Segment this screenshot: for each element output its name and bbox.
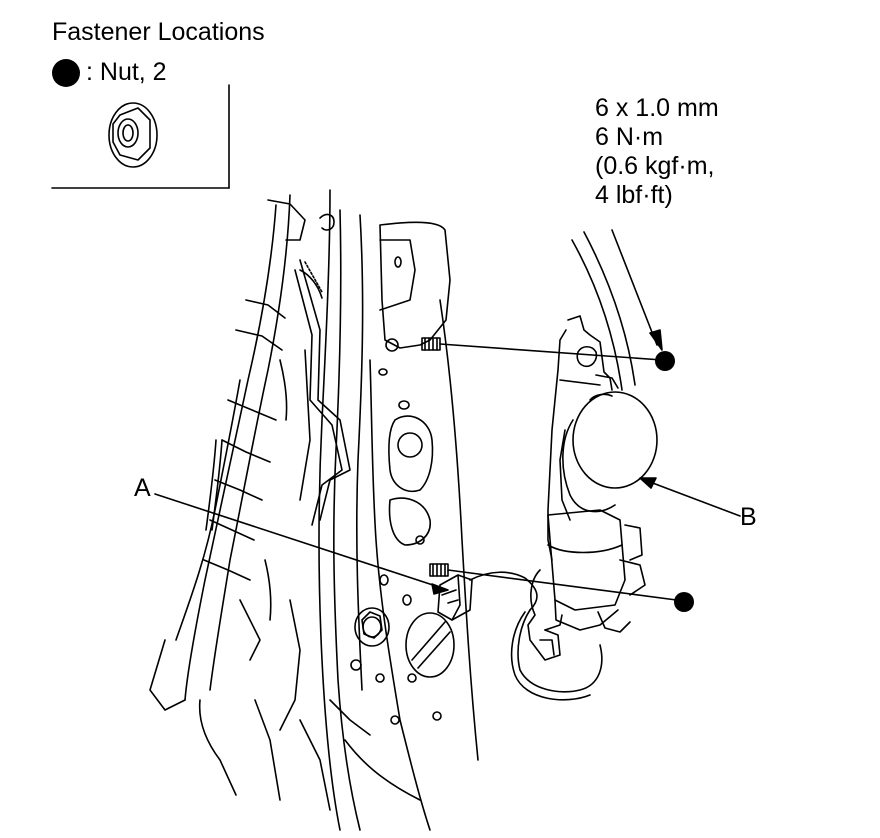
actuator-b (547, 391, 658, 633)
panel-grommets (354, 607, 455, 678)
nut-location-dots (655, 351, 694, 612)
wire-harness (469, 571, 603, 701)
flange-nut-icon (108, 102, 158, 168)
callout-b-label: B (740, 503, 757, 531)
door-inner-panel (329, 221, 479, 831)
nut-location-2 (674, 592, 694, 612)
spec-line-lbfft: 4 lbf·ft) (595, 181, 673, 209)
spec-line-kgfm: (0.6 kgf·m, (595, 152, 715, 180)
filled-circle-icon (52, 58, 80, 87)
connector-a (437, 574, 473, 621)
mounting-studs (421, 337, 449, 577)
callout-a-label: A (134, 474, 151, 502)
spec-line-nm: 6 N·m (595, 123, 664, 151)
actuator-bracket (547, 315, 619, 561)
torque-spec: 6 x 1.0 mm 6 N·m (0.6 kgf·m, 4 lbf·ft) (595, 94, 719, 210)
door-frame (149, 189, 364, 831)
lower-clip (527, 569, 563, 661)
spec-line-size: 6 x 1.0 mm (595, 94, 719, 122)
diagram-title: Fastener Locations (52, 18, 265, 46)
legend-box (51, 84, 230, 189)
nut-location-1 (655, 351, 675, 371)
door-glass-edge (571, 231, 636, 391)
legend: : Nut, 2 (52, 58, 167, 87)
leader-lines (154, 229, 741, 602)
legend-label: : Nut, 2 (86, 58, 167, 86)
